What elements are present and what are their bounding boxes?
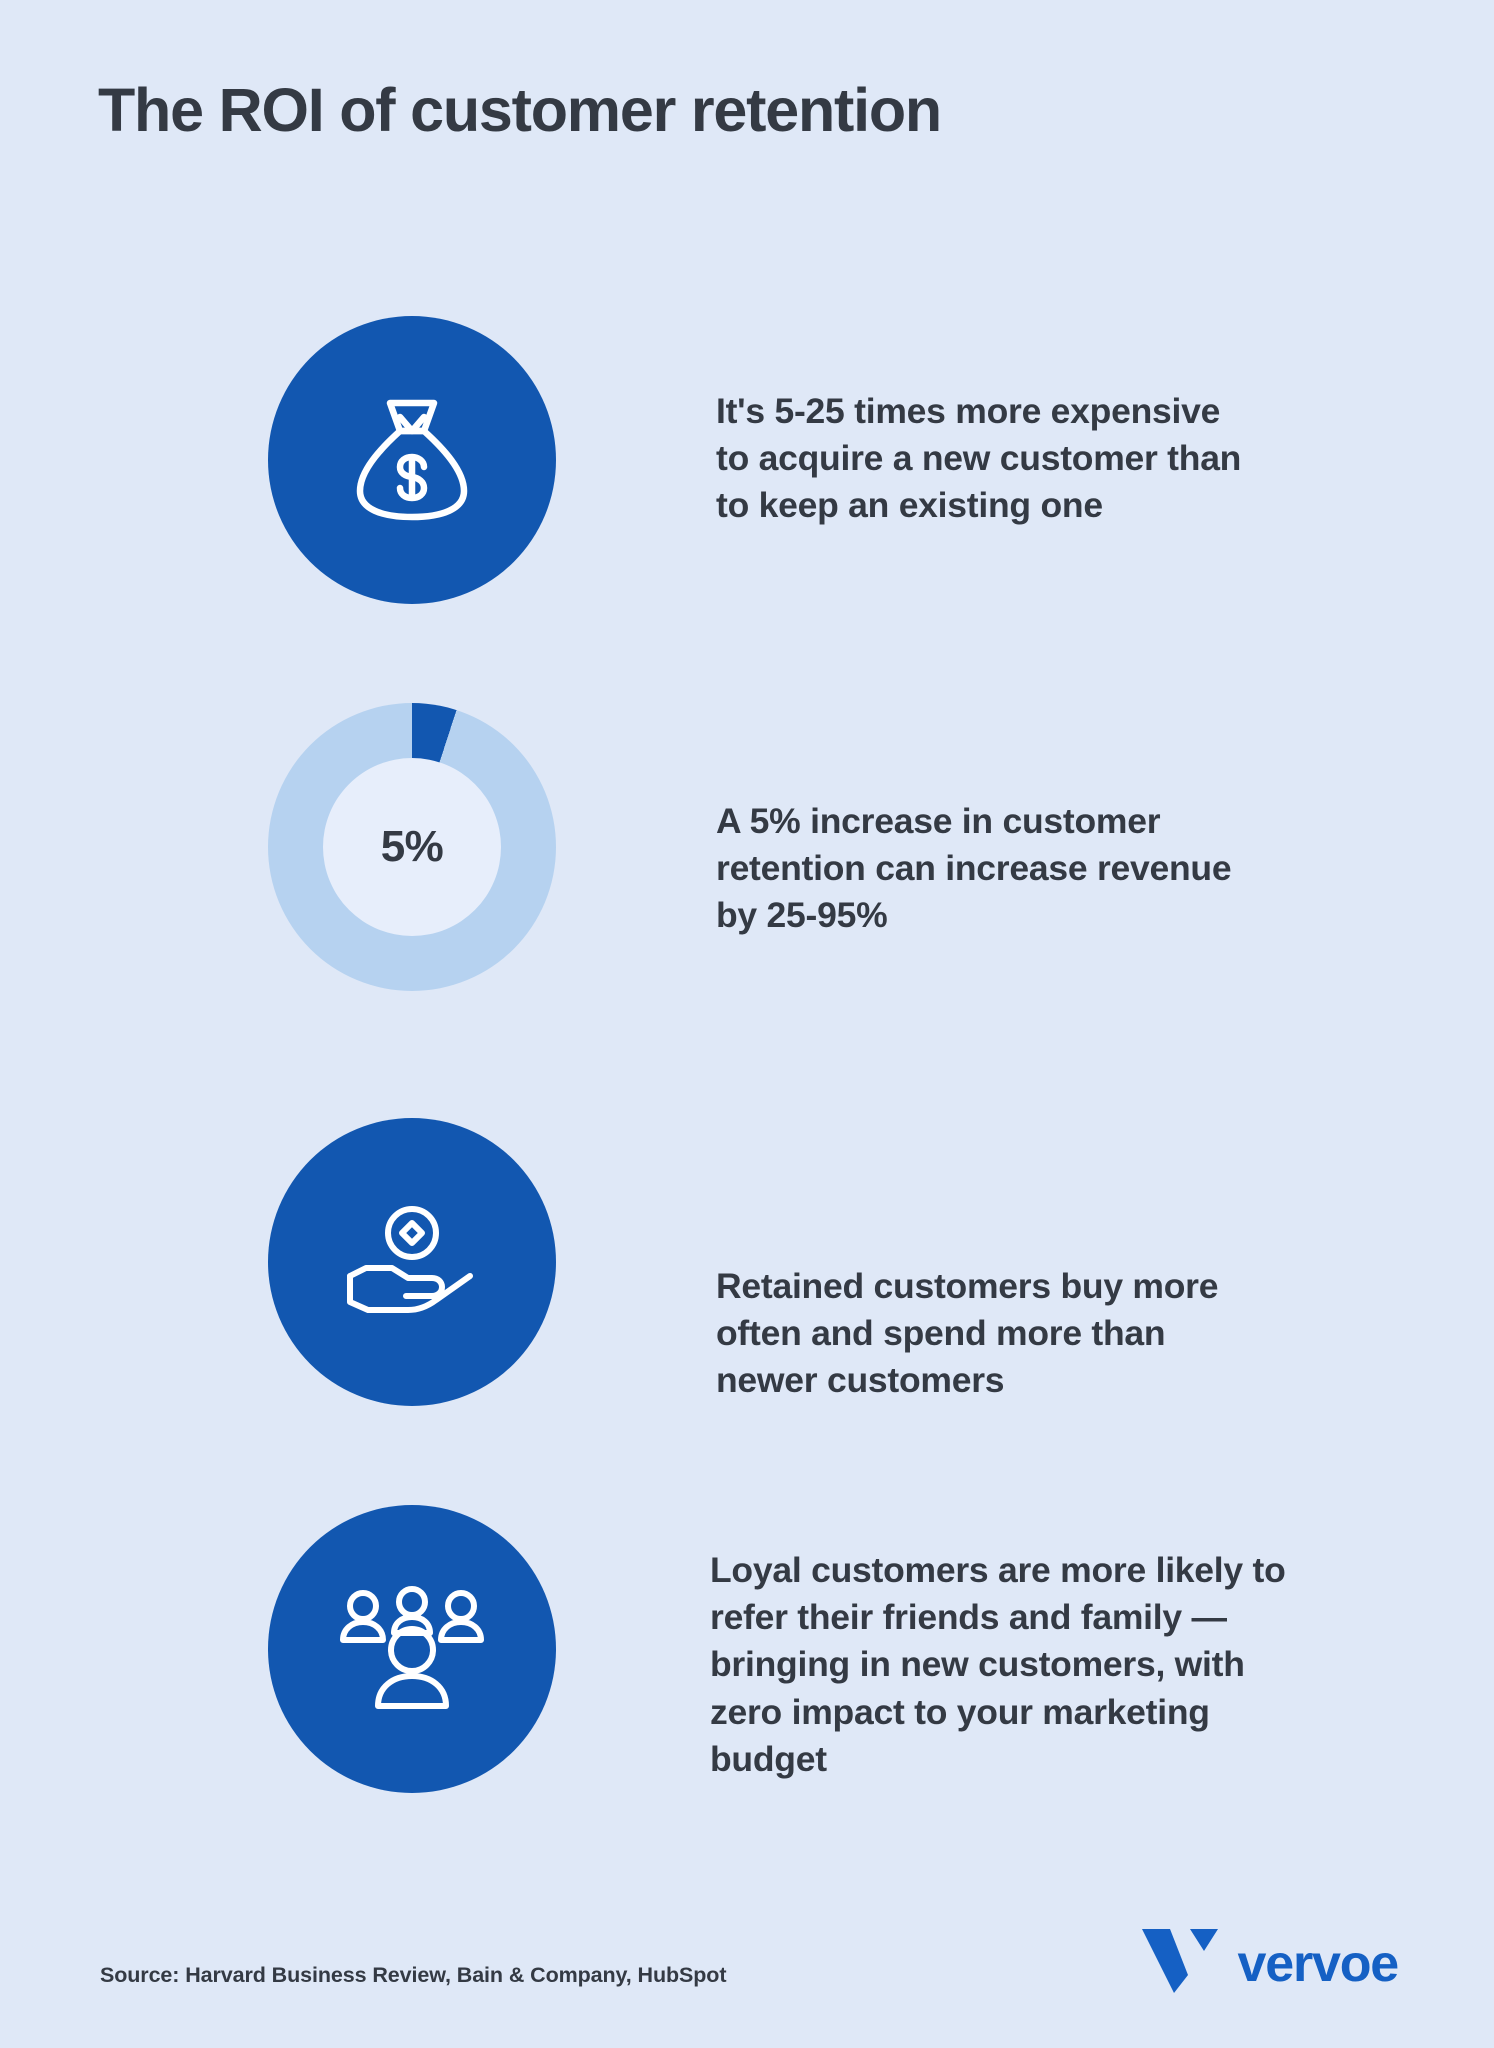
- stat-text-2: A 5% increase in customer retention can …: [716, 801, 1232, 936]
- vervoe-wordmark: vervoe: [1237, 1934, 1400, 1993]
- hand-holding-coin-icon: [344, 1206, 480, 1318]
- donut-center-label: 5%: [380, 822, 444, 871]
- stat-text-4: Loyal customers are more likely to refer…: [710, 1550, 1286, 1779]
- icon-circle: [268, 1505, 556, 1793]
- source-credit: Source: Harvard Business Review, Bain & …: [100, 1963, 727, 1987]
- icon-circle: [268, 316, 556, 604]
- people-group-circle: [268, 1505, 556, 1793]
- vervoe-mark-icon: [1140, 1925, 1220, 2002]
- money-bag-circle: [268, 316, 556, 604]
- donut-chart: 5%: [268, 703, 556, 991]
- donut-center: 5%: [323, 758, 501, 936]
- donut-ring: 5%: [268, 703, 556, 991]
- hand-coin-circle: [268, 1118, 556, 1406]
- stat-text-1: It's 5-25 times more expensive to acquir…: [716, 391, 1242, 526]
- money-bag-icon: [352, 397, 472, 523]
- stat-text-3: Retained customers buy more often and sp…: [716, 1266, 1219, 1401]
- icon-circle: [268, 1118, 556, 1406]
- people-group-icon: [339, 1586, 485, 1712]
- vervoe-logo[interactable]: vervoe: [1140, 1925, 1400, 2002]
- page-title: The ROI of customer retention: [98, 76, 942, 144]
